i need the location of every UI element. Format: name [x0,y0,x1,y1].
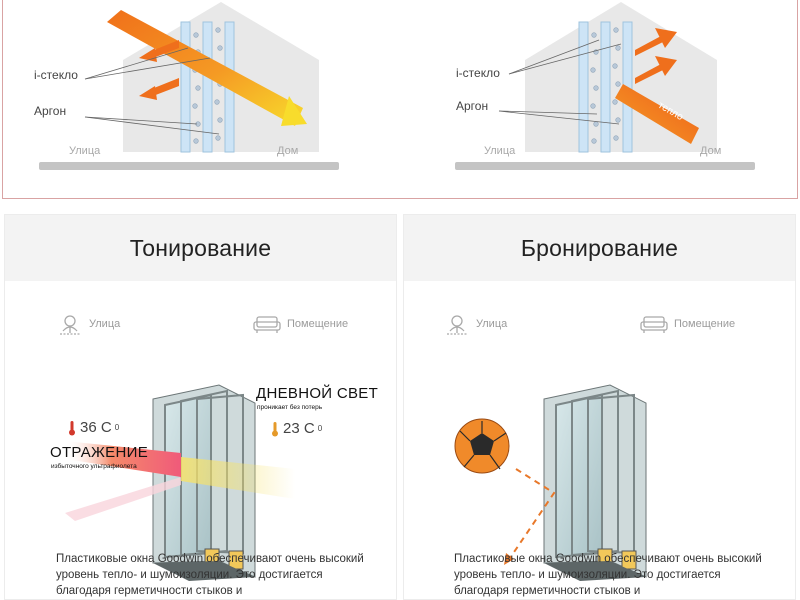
argon-label-left: Аргон [34,104,67,118]
armoring-outside: Улица [444,311,507,337]
thermometer-hot-icon [69,420,75,435]
toning-outside: Улица [57,311,120,337]
inside-label-right: Дом [700,145,722,157]
football-ball [454,418,510,474]
toning-inside-label: Помещение [287,318,349,330]
tree-icon [447,315,467,335]
toning-body: Улица Помещение СОЛНЕЧНЫЙ СВЕТ ДНЕВНОЙ С… [5,281,396,600]
tree-icon [60,315,80,335]
armoring-illustration [454,384,647,581]
outside-label-right: Улица [484,145,516,157]
sofa-icon [640,316,668,333]
left-house [39,2,339,170]
toning-card: Тонирование [4,214,397,600]
inside-temp-value: 23 C [283,420,315,437]
energy-diagram-graphic [39,2,755,170]
armoring-inside: Помещение [640,313,735,335]
reflection-title: ОТРАЖЕНИЕ [50,444,149,461]
daylight-subtitle: проникает без потерь [257,404,323,411]
outside-temp-value: 36 C [80,419,112,436]
toning-illustration [65,384,295,581]
armoring-paragraph: Пластиковые окна Goodwin обеспечивают оч… [454,553,762,597]
glass-label-right: i-стекло [456,66,500,80]
outside-label-left: Улица [69,145,101,157]
argon-label-right: Аргон [456,99,489,113]
window-profile-right [543,384,647,581]
sofa-icon [253,316,281,333]
armoring-title: Бронирование [404,215,795,281]
inside-label-left: Дом [277,145,299,157]
armoring-outside-label: Улица [476,318,508,330]
inside-temp-degree: 0 [317,424,323,433]
outside-temp-degree: 0 [114,423,120,432]
right-house [455,2,755,170]
toning-inside: Помещение [253,313,348,335]
toning-outside-label: Улица [89,318,121,330]
glass-label-left: i-стекло [34,68,78,82]
armoring-card: Бронирование [403,214,796,600]
thermometer-warm-icon [272,421,278,436]
daylight-title: ДНЕВНОЙ СВЕТ [256,385,379,402]
reflection-subtitle: избыточного ультрафиолета [51,463,137,470]
energy-diagram-panel: жара i-стекло Аргон Улица Дом тепло i-ст… [2,0,798,199]
armoring-inside-label: Помещение [674,318,736,330]
toning-paragraph: Пластиковые окна Goodwin обеспечивают оч… [56,553,364,597]
toning-title: Тонирование [5,215,396,281]
armoring-body: Улица Помещение Пластиковые окна Goodwin… [404,281,795,600]
